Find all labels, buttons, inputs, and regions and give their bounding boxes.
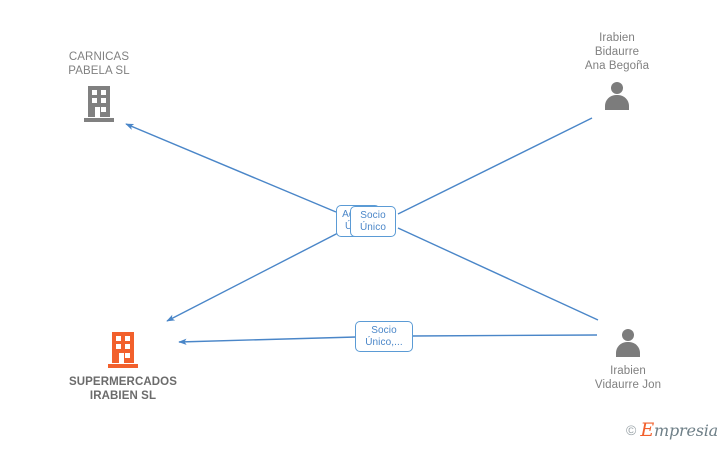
person-icon bbox=[613, 328, 643, 358]
icon-wrap-carnicas bbox=[34, 86, 164, 122]
relation-label-socio-unico-mas[interactable]: Socio Único,... bbox=[355, 321, 413, 352]
node-irabien-bidaurre-ana-begona[interactable]: Irabien Bidaurre Ana Begoña bbox=[552, 31, 682, 111]
edge-center-to-supermercados bbox=[166, 231, 341, 322]
brand-rest: mpresia bbox=[654, 421, 718, 440]
edge-ana-to-center bbox=[397, 117, 593, 215]
building-icon bbox=[84, 86, 114, 122]
node-label-ana-begona: Irabien Bidaurre Ana Begoña bbox=[584, 32, 650, 72]
watermark: © Empresia bbox=[626, 419, 718, 441]
node-label-jon: Irabien Vidaurre Jon bbox=[594, 365, 662, 391]
edge-center-to-carnicas bbox=[125, 123, 337, 213]
edge-center-to-jon bbox=[397, 227, 599, 321]
icon-wrap-jon bbox=[563, 328, 693, 358]
edge-lowerbox-to-supermercados bbox=[178, 336, 357, 345]
node-carnicas-pabela-sl[interactable]: CARNICAS PABELA SL bbox=[34, 50, 164, 122]
node-label-supermercados: SUPERMERCADOS IRABIEN SL bbox=[68, 376, 177, 402]
edge-jon-to-lowerbox bbox=[411, 334, 598, 337]
node-supermercados-irabien-sl[interactable]: SUPERMERCADOS IRABIEN SL bbox=[57, 332, 189, 403]
icon-wrap-ana-begona bbox=[552, 81, 682, 111]
relation-label-socio-unico[interactable]: Socio Único bbox=[350, 206, 396, 237]
node-irabien-vidaurre-jon[interactable]: Irabien Vidaurre Jon bbox=[563, 328, 693, 392]
copyright-symbol: © bbox=[626, 422, 637, 438]
icon-wrap-supermercados bbox=[57, 332, 189, 368]
empresia-logo: Empresia bbox=[640, 419, 718, 441]
node-label-carnicas: CARNICAS PABELA SL bbox=[68, 51, 130, 77]
person-icon bbox=[602, 81, 632, 111]
building-icon bbox=[108, 332, 138, 368]
brand-initial: E bbox=[640, 419, 654, 441]
